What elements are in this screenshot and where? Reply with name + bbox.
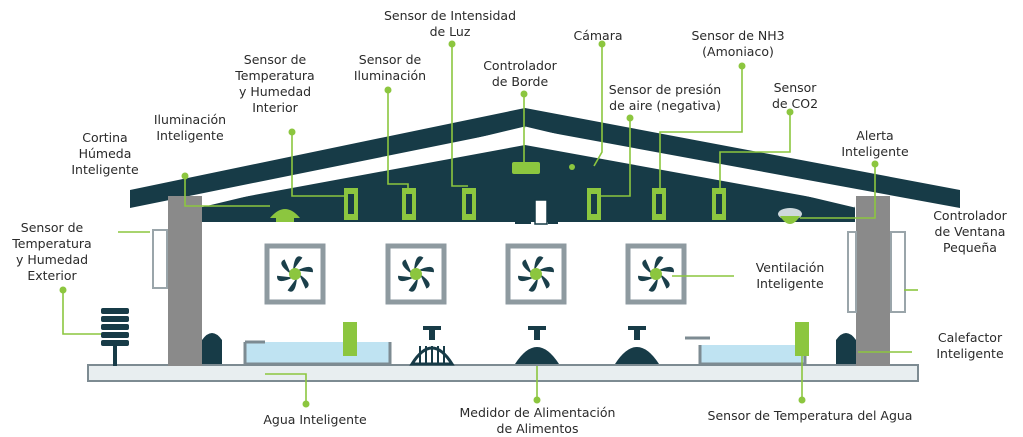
sensor-icon	[402, 188, 416, 220]
label-medidor: Medidor de Alimentación de Alimentos	[459, 405, 616, 436]
feeder-icon	[515, 326, 559, 364]
leader-dot	[384, 86, 392, 94]
label-agua: Agua Inteligente	[263, 412, 367, 427]
leader-line	[265, 373, 307, 404]
label-nh3: Sensor de NH3 (Amoniaco)	[691, 28, 785, 59]
roof-inner	[200, 145, 855, 222]
label-alerta: Alerta Inteligente	[841, 128, 909, 159]
label-sensor-iluminacion: Sensor de Iluminación	[353, 52, 427, 83]
water-thermometer-icon	[795, 322, 809, 356]
leader-dot	[520, 90, 528, 98]
leader-dot	[871, 160, 879, 168]
feeders-group	[409, 326, 659, 366]
fan-icon	[385, 243, 447, 305]
label-ventilacion: Ventilación Inteligente	[755, 260, 825, 291]
alarm-icon	[778, 208, 802, 224]
label-cortina: Cortina Húmeda Inteligente	[71, 130, 139, 177]
leader-dot	[738, 62, 746, 70]
leader-line	[184, 176, 270, 207]
weather-station-icon	[101, 308, 129, 366]
barn-floor	[87, 364, 919, 382]
sensor-icon	[652, 188, 666, 220]
fans-group	[264, 243, 687, 305]
ceiling-sensors	[344, 188, 726, 220]
barn-roof	[130, 108, 960, 208]
sensor-icon	[712, 188, 726, 220]
leader-dot	[533, 396, 541, 404]
leader-line	[719, 112, 791, 188]
leader-line	[593, 44, 603, 167]
leader-line	[291, 132, 344, 197]
lamp-icon	[270, 209, 300, 222]
router-box	[515, 192, 531, 224]
label-intensidad-luz: Sensor de Intensidad de Luz	[383, 8, 517, 39]
leader-dot	[288, 128, 296, 136]
leader-line	[601, 118, 631, 197]
leader-dot	[798, 396, 806, 404]
label-presion-aire: Sensor de presión de aire (negativa)	[608, 82, 722, 113]
window-panel-left	[847, 231, 857, 313]
camera-icon	[569, 164, 575, 170]
leader-line	[800, 164, 876, 219]
sensor-icon	[462, 188, 476, 220]
leader-dot	[626, 114, 634, 122]
fan-icon	[264, 243, 326, 305]
label-controlador-borde: Controlador de Borde	[483, 58, 557, 89]
roof-highlight-right	[524, 126, 856, 208]
label-ventana: Controlador de Ventana Pequeña	[933, 208, 1007, 255]
label-co2: Sensor de CO2	[771, 80, 819, 111]
leader-lines	[59, 40, 918, 408]
router-box-2	[534, 199, 548, 225]
label-camara: Cámara	[573, 28, 623, 43]
feeder-icon	[409, 326, 455, 366]
label-temp-exterior: Sensor de Temperatura y Humedad Exterior	[12, 220, 92, 283]
leader-dot	[786, 108, 794, 116]
leader-dot	[598, 40, 606, 48]
window-panel	[890, 231, 906, 313]
sensor-icon	[587, 188, 601, 220]
label-temp-interior: Sensor de Temperatura y Humedad Interior	[235, 52, 315, 115]
wet-curtain-panel	[152, 229, 168, 289]
roof-highlight	[199, 126, 526, 208]
leader-line	[387, 90, 409, 190]
left-pillar	[168, 196, 202, 366]
label-temp-agua: Sensor de Temperatura del Agua	[707, 408, 913, 423]
router-box-3	[548, 204, 558, 224]
water-sensor-icon	[343, 322, 357, 356]
edge-controller-box	[512, 162, 540, 174]
right-pillar	[856, 196, 890, 366]
leader-line	[659, 66, 743, 190]
water-trough-right	[698, 345, 807, 366]
water-trough-left	[243, 342, 392, 366]
heater-icon	[836, 333, 856, 364]
leader-dot	[448, 40, 456, 48]
leader-dot	[302, 400, 310, 408]
fan-icon	[625, 243, 687, 305]
feeder-icon	[615, 326, 659, 364]
fan-icon	[505, 243, 567, 305]
heater-icon-left	[202, 333, 222, 364]
label-calefactor: Calefactor Inteligente	[936, 330, 1004, 361]
sensor-icon	[344, 188, 358, 220]
label-iluminacion-inteligente: Iluminación Inteligente	[153, 112, 227, 143]
leader-dot	[59, 286, 67, 294]
leader-line	[62, 290, 101, 335]
leader-dot	[181, 172, 189, 180]
leader-line	[451, 44, 468, 187]
